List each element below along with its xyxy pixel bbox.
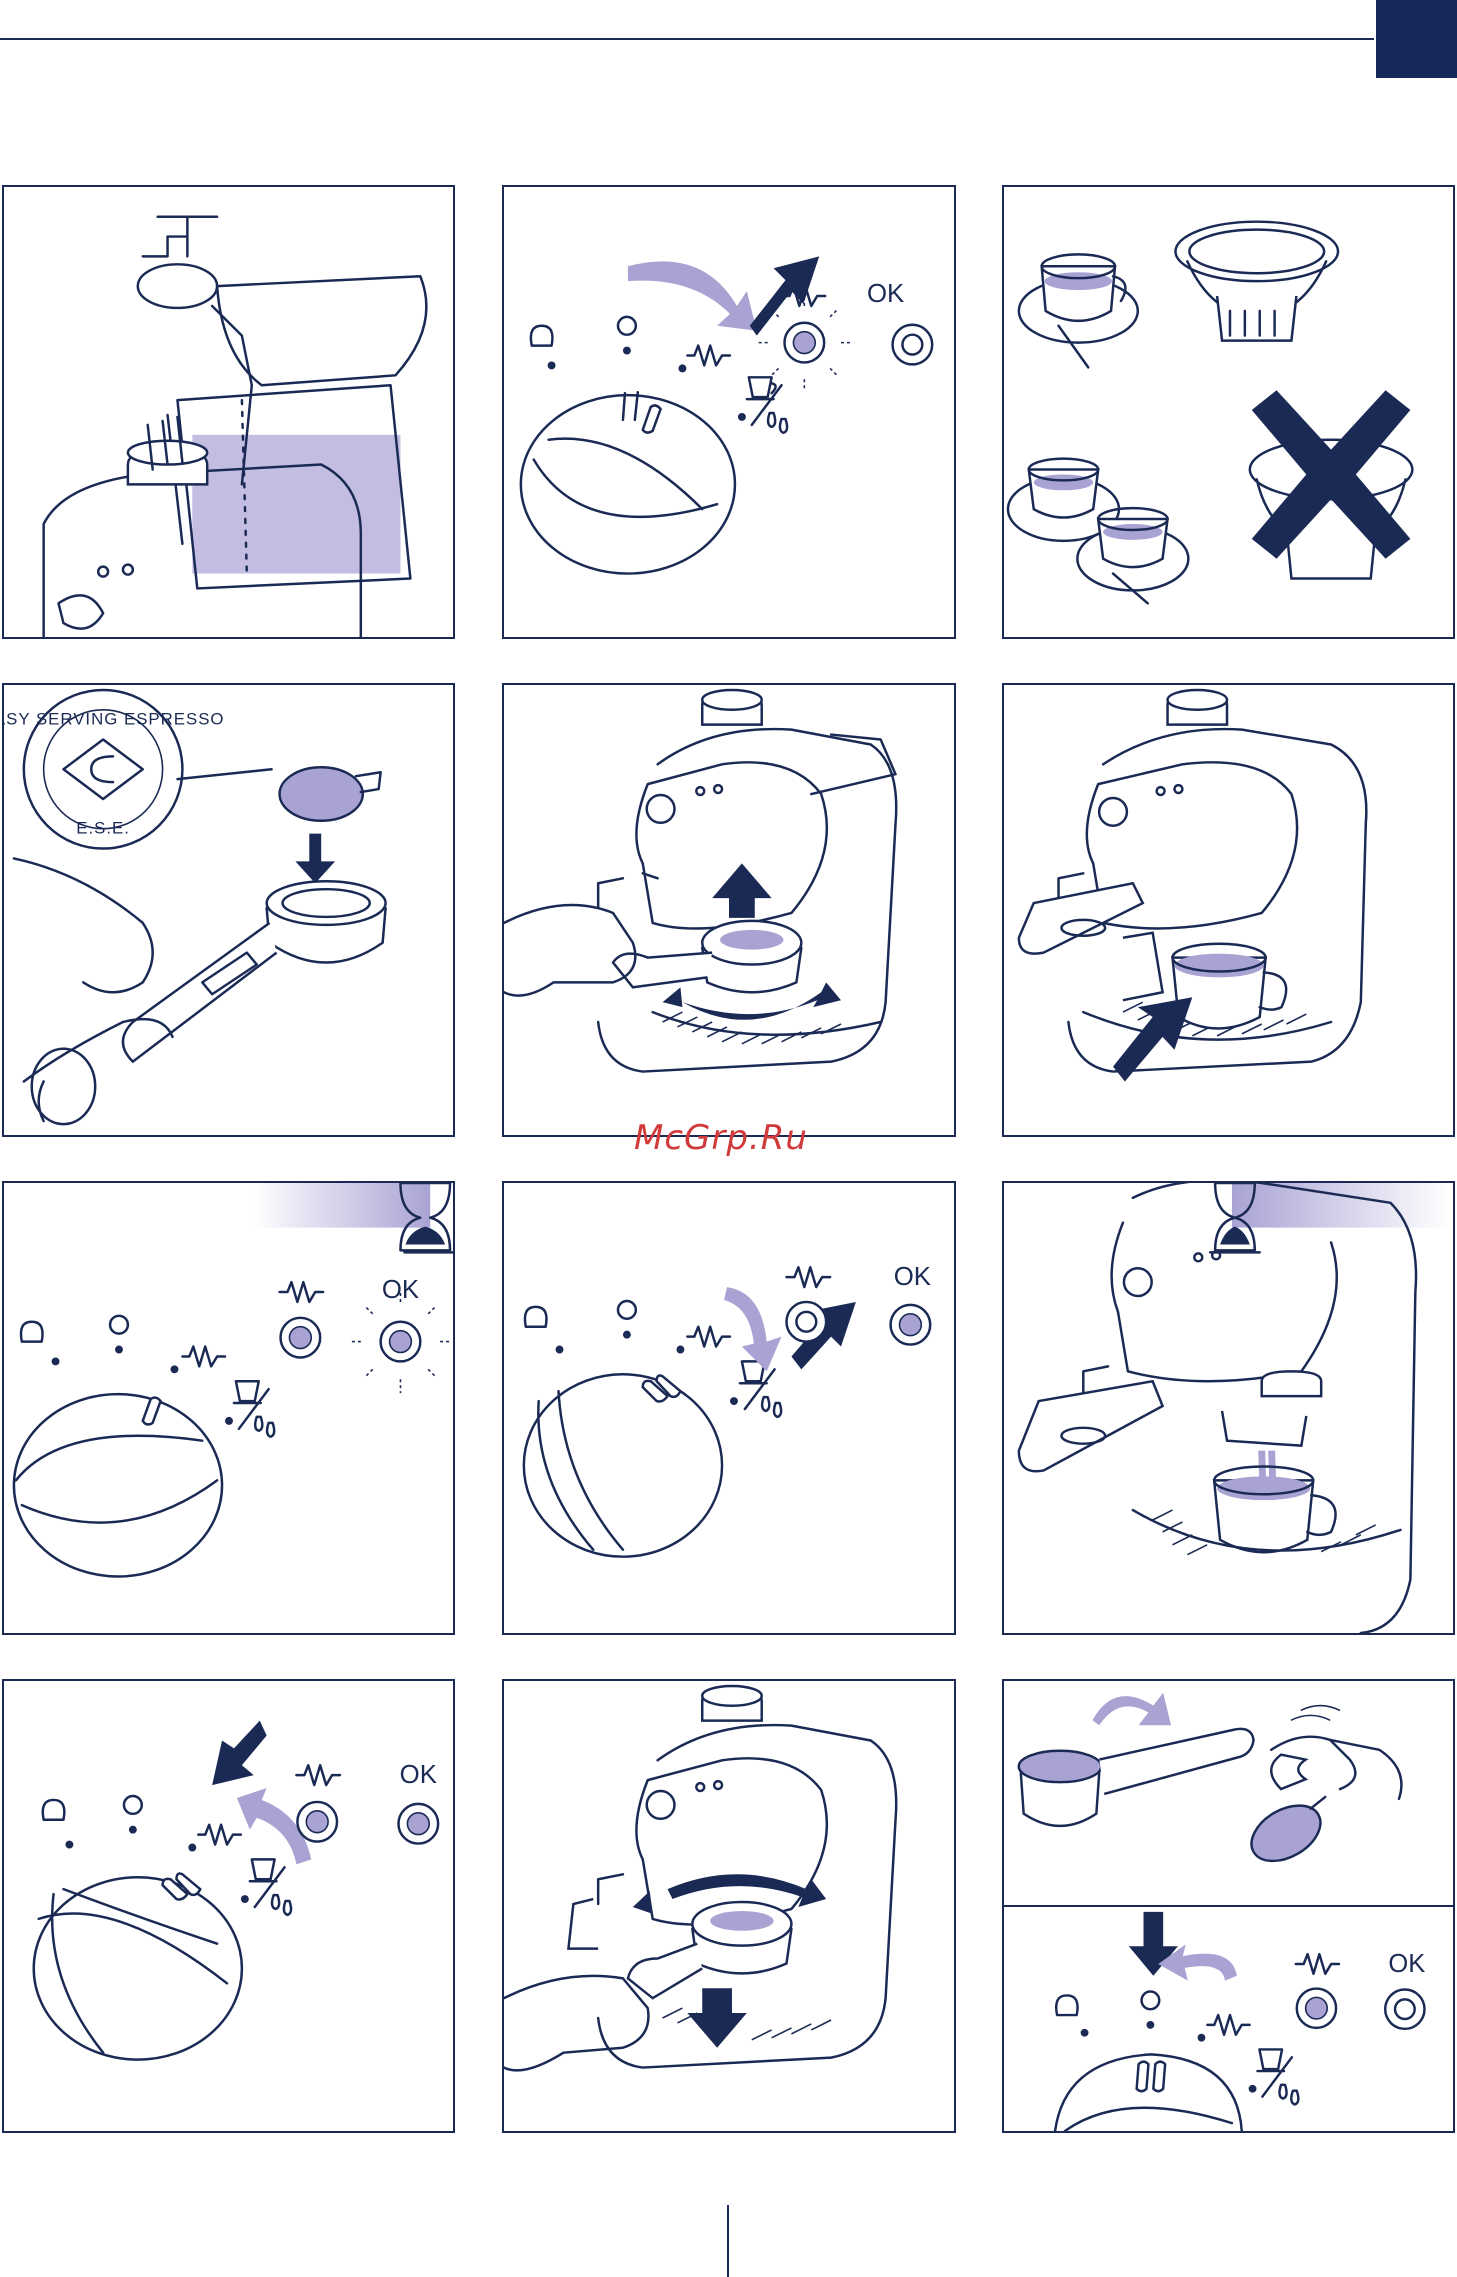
- ok-label: OK: [867, 280, 904, 308]
- ese-logo-seal: EASY SERVING ESPRESSO E.S.E.: [4, 690, 225, 849]
- coffee-cup-icon: [730, 1361, 781, 1417]
- steam-icon: [525, 1307, 564, 1354]
- single-cup-icon: [1019, 254, 1138, 367]
- coffee-cup-icon: [225, 1381, 274, 1437]
- discard-pod-icon: [1004, 1681, 1453, 1905]
- heat-symbol-icon: [676, 1327, 730, 1354]
- panel-turn-knob-stop: OK: [2, 1679, 455, 2133]
- knob-to-off-icon: OK: [1004, 1907, 1453, 2131]
- panel-turn-knob-heating: OK: [502, 185, 956, 639]
- ok-light-indicator: [349, 1290, 452, 1393]
- panel-cups-and-filters: [1002, 185, 1455, 639]
- steam-icon: [43, 1800, 74, 1849]
- control-knob: [14, 1394, 222, 1576]
- ok-label: OK: [894, 1263, 931, 1291]
- panel-discard-pod: [1002, 1679, 1455, 1907]
- ok-light-indicator: [1385, 1990, 1424, 2029]
- off-indicator-icon: [110, 1316, 128, 1354]
- falling-pod-icon: [1242, 1794, 1330, 1872]
- ok-light-indicator: [891, 1305, 931, 1345]
- coffee-cup-icon: [241, 1859, 291, 1915]
- cups-and-filters-icon: [1004, 187, 1453, 637]
- panel-coffee-dispensing: [1002, 1181, 1455, 1635]
- double-filter-crossed-icon: [1250, 390, 1413, 578]
- off-indicator-icon: [1142, 1991, 1160, 2028]
- panel-place-cup: [1002, 683, 1455, 1137]
- heat-symbol-icon: [1198, 2015, 1250, 2042]
- watermark-text: McGrp.Ru: [634, 1118, 808, 1158]
- wait-ok-light-icon: OK: [4, 1183, 453, 1633]
- control-knob: [524, 1374, 722, 1556]
- control-knob: [34, 1873, 242, 2059]
- panel-turn-knob-coffee: OK: [502, 1181, 956, 1635]
- remove-filter-holder-icon: [504, 1681, 954, 2131]
- turn-knob-heating-icon: OK: [504, 187, 954, 637]
- steam-icon: [531, 326, 556, 370]
- panel-knob-to-off: OK: [1002, 1905, 1455, 2133]
- ok-light-indicator: [398, 1804, 438, 1844]
- heat-symbol-icon: [188, 1825, 241, 1852]
- single-filter-icon: [1175, 222, 1338, 341]
- steam-icon: [21, 1322, 60, 1366]
- ese-logo-title: EASY SERVING ESPRESSO: [4, 710, 225, 729]
- place-cup-icon: [1004, 685, 1453, 1135]
- heat-symbol-icon: [171, 1347, 226, 1374]
- cup-icon: [1172, 944, 1286, 1029]
- attach-filter-holder-icon: [504, 685, 954, 1135]
- heat-light-indicator: [1297, 1989, 1336, 2028]
- cup-icon: [1214, 1466, 1335, 1552]
- off-indicator-icon: [618, 317, 636, 355]
- heat-light-indicator: [786, 1302, 826, 1342]
- ok-light-indicator: [893, 325, 933, 365]
- control-knob: [521, 392, 735, 573]
- panel-wait-ok-light: OK: [2, 1181, 455, 1635]
- panel-fill-water-tank: [2, 185, 455, 639]
- ese-pod-icon: [280, 767, 381, 821]
- drip-tray-grid: [663, 2008, 832, 2040]
- panel-remove-filter-holder: [502, 1679, 956, 2133]
- turn-knob-coffee-icon: OK: [504, 1183, 954, 1633]
- double-cups-icon: [1008, 459, 1188, 604]
- heat-symbol-icon: [678, 346, 730, 373]
- page-gutter-rule: [727, 2205, 729, 2277]
- control-knob: [1055, 2054, 1242, 2131]
- off-indicator-icon: [124, 1796, 142, 1834]
- steam-icon: [1056, 1995, 1088, 2036]
- panel-attach-filter-holder: [502, 683, 956, 1137]
- ese-pod-insert-icon: EASY SERVING ESPRESSO E.S.E.: [4, 685, 453, 1135]
- header-rule: [0, 38, 1374, 40]
- ok-label: OK: [400, 1761, 437, 1789]
- ese-logo-abbrev: E.S.E.: [76, 819, 130, 838]
- filter-holder-icon: [123, 881, 386, 1061]
- coffee-cup-icon: [1249, 2049, 1299, 2104]
- coffee-cup-icon: [738, 377, 787, 433]
- panel-ese-pod-insert: EASY SERVING ESPRESSO E.S.E.: [2, 683, 455, 1137]
- page-tab-marker: [1376, 0, 1457, 78]
- fill-water-tank-icon: [4, 187, 453, 637]
- turn-knob-stop-icon: OK: [4, 1681, 453, 2131]
- ok-label: OK: [1388, 1950, 1425, 1978]
- heat-light-indicator: [281, 1318, 321, 1358]
- off-indicator-icon: [618, 1301, 636, 1339]
- heat-light-indicator: [297, 1802, 337, 1842]
- coffee-dispensing-icon: [1004, 1183, 1453, 1633]
- filter-holder-icon: [1019, 1729, 1254, 1826]
